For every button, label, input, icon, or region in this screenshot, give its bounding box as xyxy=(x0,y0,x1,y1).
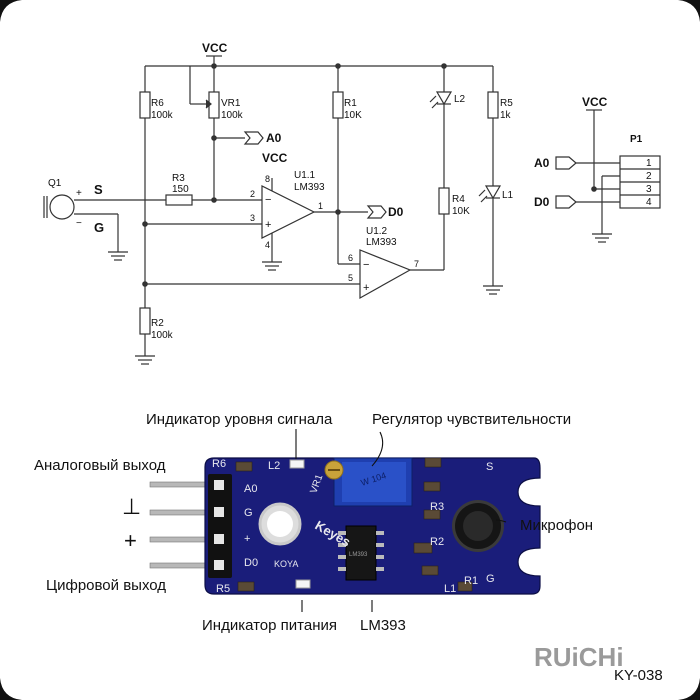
silk-r2: R2 xyxy=(430,536,444,548)
q1-label: Q1 xyxy=(48,178,62,189)
a0-net-label: A0 xyxy=(266,131,282,145)
vcc-label-connector: VCC xyxy=(582,95,608,109)
d0-net-label: D0 xyxy=(388,205,404,219)
u1-2-plus: + xyxy=(363,282,369,294)
r1-value: 10K xyxy=(344,110,362,121)
pin-6: 6 xyxy=(348,253,353,263)
signal-led xyxy=(289,459,305,469)
footer-brand: RUiCHi xyxy=(534,642,624,672)
silk-r1: R1 xyxy=(464,575,478,587)
r3-value: 150 xyxy=(172,184,189,195)
microphone xyxy=(452,500,504,552)
silk-l1: L1 xyxy=(444,583,456,595)
silk-plus: + xyxy=(244,533,250,545)
connector-pin-1: 1 xyxy=(646,158,652,169)
annotation-sensitivity: Регулятор чувствительности xyxy=(372,411,571,428)
ky038-board: R6 L2 A0 G + D0 R5 L1 R3 R2 R1 S G KOYA … xyxy=(149,457,541,595)
l1-label: L1 xyxy=(502,190,514,201)
annotation-ic-name: LM393 xyxy=(360,617,406,634)
r6-name: R6 xyxy=(151,98,164,109)
r2-name: R2 xyxy=(151,318,164,329)
r5-value: 1k xyxy=(500,110,512,121)
r4-value: 10K xyxy=(452,206,470,217)
connector-d0-label: D0 xyxy=(534,195,550,209)
annotation-digital-out: Цифровой выход xyxy=(46,577,166,594)
pin-7: 7 xyxy=(414,259,419,269)
silk-r3: R3 xyxy=(430,501,444,513)
pin-3: 3 xyxy=(250,213,255,223)
l2-label: L2 xyxy=(454,94,466,105)
power-led xyxy=(295,579,311,589)
r1-name: R1 xyxy=(344,98,357,109)
silk-a0: A0 xyxy=(244,483,257,495)
footer-model: KY-038 xyxy=(614,667,663,684)
u1-1-plus: + xyxy=(265,219,271,231)
schematic xyxy=(0,0,700,365)
lm393-chip xyxy=(338,525,384,581)
silk-koya: KOYA xyxy=(274,559,298,569)
silk-r5: R5 xyxy=(216,583,230,595)
silk-g: G xyxy=(244,507,253,519)
r2-value: 100k xyxy=(151,330,174,341)
smd-components xyxy=(235,457,473,592)
connector-name: P1 xyxy=(630,134,643,145)
silk-s: S xyxy=(486,461,493,473)
connector-pin-2: 2 xyxy=(646,171,652,182)
signal-s-label: S xyxy=(94,182,103,197)
chip-marking: LM393 xyxy=(349,552,368,558)
pin-1: 1 xyxy=(318,201,323,211)
pin-5: 5 xyxy=(348,273,353,283)
q1-minus: − xyxy=(76,218,82,229)
pin-4: 4 xyxy=(265,240,270,250)
pin-8: 8 xyxy=(265,174,270,184)
vcc-label-main: VCC xyxy=(202,41,228,55)
footer: RUiCHi KY-038 xyxy=(0,642,700,700)
r3-name: R3 xyxy=(172,173,185,184)
q1-plus: + xyxy=(76,188,82,199)
annotation-leaders xyxy=(295,429,507,612)
connector-pin-4: 4 xyxy=(646,197,652,208)
u1-1-name: U1.1 xyxy=(294,170,316,181)
vr1-name: VR1 xyxy=(221,98,241,109)
r5-name: R5 xyxy=(500,98,513,109)
r6-value: 100k xyxy=(151,110,174,121)
annotation-microphone: Микрофон xyxy=(520,517,593,534)
u1-2-name: U1.2 xyxy=(366,226,388,237)
u1-2-part: LM393 xyxy=(366,237,397,248)
vr1-value: 100k xyxy=(221,110,244,121)
silk-g2: G xyxy=(486,573,495,585)
silk-d0: D0 xyxy=(244,557,258,569)
silk-l2: L2 xyxy=(268,460,280,472)
header-pins xyxy=(149,481,213,569)
trimmer-potentiometer xyxy=(324,457,413,507)
u1-1-minus: − xyxy=(265,194,271,206)
ground-g-label: G xyxy=(94,220,104,235)
connector-a0-label: A0 xyxy=(534,156,550,170)
annotation-signal-led: Индикатор уровня сигнала xyxy=(146,411,333,428)
silk-r6: R6 xyxy=(212,458,226,470)
u1-2-minus: − xyxy=(363,259,369,271)
annotation-ground-symbol: ⊥ xyxy=(122,494,141,519)
u1-1-part: LM393 xyxy=(294,182,325,193)
connector-pin-3: 3 xyxy=(646,184,652,195)
pin-2: 2 xyxy=(250,189,255,199)
vcc-label-comparator: VCC xyxy=(262,151,288,165)
annotation-power-led: Индикатор питания xyxy=(202,617,337,634)
r4-name: R4 xyxy=(452,194,465,205)
annotation-plus-symbol: + xyxy=(124,528,137,553)
annotation-analog-out: Аналоговый выход xyxy=(34,457,166,474)
